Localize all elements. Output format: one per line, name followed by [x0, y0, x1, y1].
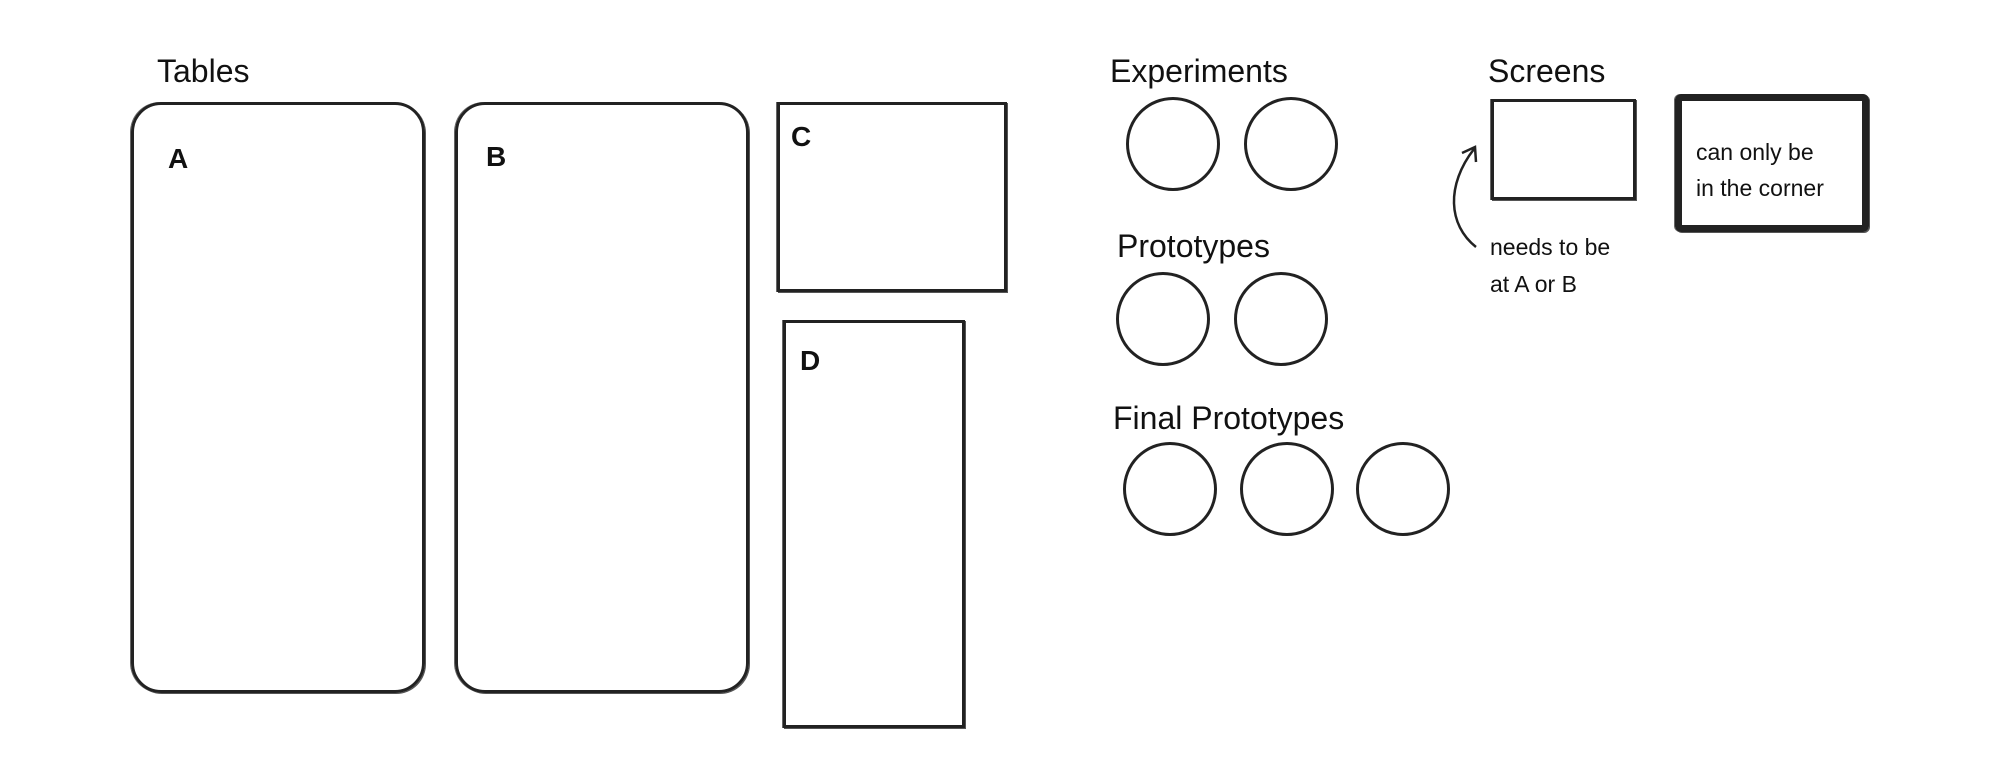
table-d-label: D: [800, 345, 821, 376]
experiment-circle: [1244, 97, 1338, 191]
table-c-label: C: [791, 121, 812, 152]
table-c: C: [777, 102, 1007, 292]
experiments-heading: Experiments: [1110, 53, 1288, 89]
final-prototype-circle: [1240, 442, 1334, 536]
final-prototype-circle: [1356, 442, 1450, 536]
table-b-label: B: [486, 141, 507, 172]
table-a-label: A: [168, 143, 189, 174]
corner-note-line2: in the corner: [1696, 175, 1824, 201]
experiment-circle: [1126, 97, 1220, 191]
curved-arrow-icon: [1452, 145, 1478, 248]
final-prototype-circle: [1123, 442, 1217, 536]
corner-screen-box: can only be in the corner: [1675, 94, 1869, 232]
table-d: D: [783, 320, 965, 728]
screen-box: [1491, 99, 1636, 200]
prototype-circle: [1116, 272, 1210, 366]
screen-note-line1: needs to be: [1490, 234, 1611, 260]
tables-heading: Tables: [157, 53, 250, 89]
final-prototypes-heading: Final Prototypes: [1113, 400, 1345, 436]
table-a: A: [131, 102, 425, 693]
screens-heading: Screens: [1488, 53, 1606, 89]
screen-note-line2: at A or B: [1490, 271, 1577, 297]
table-b: B: [455, 102, 749, 693]
prototype-circle: [1234, 272, 1328, 366]
corner-note-line1: can only be: [1696, 139, 1814, 165]
prototypes-heading: Prototypes: [1117, 228, 1270, 264]
